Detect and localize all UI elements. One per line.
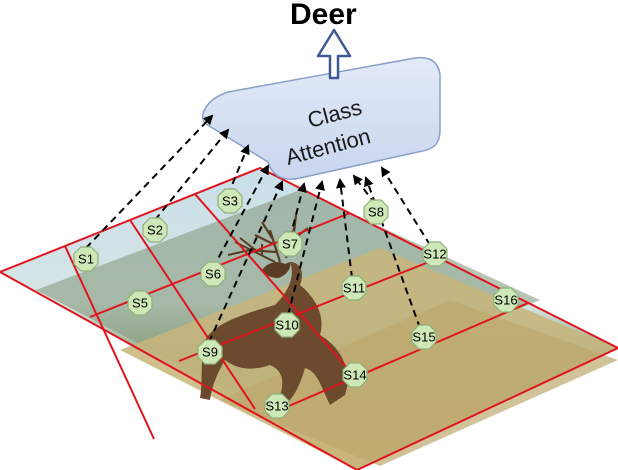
segment-node-label: S6 bbox=[205, 267, 221, 282]
segment-node-label: S13 bbox=[265, 399, 288, 414]
segment-node-shape bbox=[127, 290, 153, 316]
segment-node-s13: S13 bbox=[264, 393, 290, 419]
segment-node-label: S1 bbox=[78, 252, 94, 267]
segment-node-label: S7 bbox=[282, 237, 298, 252]
segment-node-label: S10 bbox=[275, 318, 298, 333]
patch-grid bbox=[0, 166, 618, 470]
segment-node-shape bbox=[341, 275, 367, 301]
segment-node-label: S16 bbox=[494, 293, 517, 308]
segment-node-s12: S12 bbox=[422, 241, 448, 267]
segment-node-label: S14 bbox=[343, 368, 366, 383]
segment-node-label: S11 bbox=[343, 281, 365, 296]
segment-node-s10: S10 bbox=[274, 312, 300, 338]
segment-node-s14: S14 bbox=[342, 362, 368, 388]
segment-node-s11: S11 bbox=[341, 275, 367, 301]
segment-node-s16: S16 bbox=[493, 287, 519, 313]
segment-node-shape bbox=[73, 246, 99, 272]
segment-node-shape bbox=[277, 231, 303, 257]
segment-node-shape bbox=[264, 393, 290, 419]
segment-node-label: S2 bbox=[147, 223, 163, 238]
segment-node-label: S8 bbox=[368, 205, 384, 220]
segment-node-s3: S3 bbox=[217, 188, 243, 214]
segment-node-s1: S1 bbox=[73, 246, 99, 272]
class-attention-box: Class Attention bbox=[201, 56, 441, 180]
segment-node-s9: S9 bbox=[197, 339, 223, 365]
segment-node-s8: S8 bbox=[363, 199, 389, 225]
segment-node-shape bbox=[493, 287, 519, 313]
segment-node-s2: S2 bbox=[142, 217, 168, 243]
segment-node-s6: S6 bbox=[200, 261, 226, 287]
segment-node-s15: S15 bbox=[411, 324, 437, 350]
segment-node-s5: S5 bbox=[127, 290, 153, 316]
segment-node-label: S3 bbox=[222, 194, 238, 209]
segment-node-shape bbox=[274, 312, 300, 338]
segment-node-shape bbox=[197, 339, 223, 365]
output-label: Deer bbox=[290, 0, 357, 31]
segment-node-shape bbox=[363, 199, 389, 225]
segment-node-shape bbox=[422, 241, 448, 267]
segment-node-shape bbox=[411, 324, 437, 350]
segment-node-label: S9 bbox=[202, 345, 218, 360]
segment-node-label: S5 bbox=[132, 296, 148, 311]
segment-node-shape bbox=[342, 362, 368, 388]
segment-node-label: S12 bbox=[423, 247, 446, 262]
segment-node-shape bbox=[217, 188, 243, 214]
segment-node-s7: S7 bbox=[277, 231, 303, 257]
output-arrow bbox=[316, 28, 352, 80]
segment-node-label: S15 bbox=[412, 330, 435, 345]
segment-node-shape bbox=[200, 261, 226, 287]
segment-node-shape bbox=[142, 217, 168, 243]
